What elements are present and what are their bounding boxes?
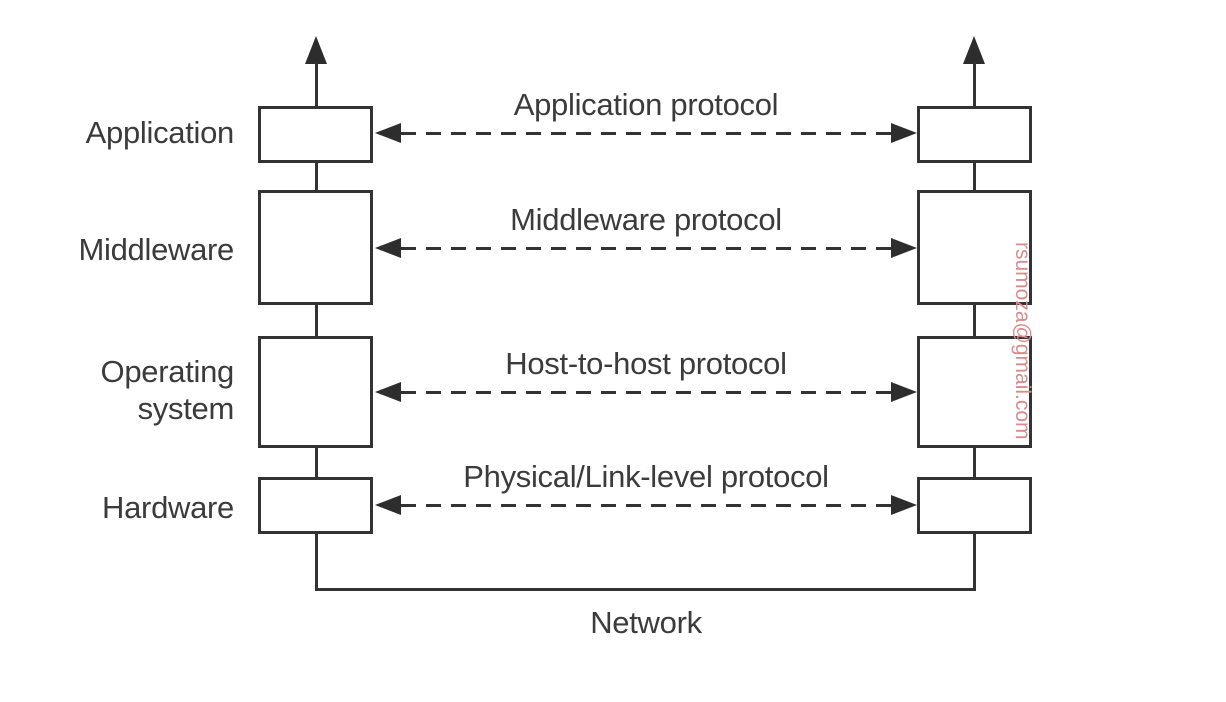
arrowhead-right-icon — [891, 495, 917, 515]
arrowhead-left-icon — [375, 123, 401, 143]
box-right-hardware — [917, 477, 1032, 534]
box-right-operating-system — [917, 336, 1032, 448]
arrowhead-left-icon — [375, 382, 401, 402]
dashed-line — [401, 390, 891, 394]
box-left-hardware — [258, 477, 373, 534]
network-line — [315, 588, 976, 591]
dashed-line — [401, 131, 891, 135]
protocol-arrow-physical — [375, 494, 917, 516]
box-left-middleware — [258, 190, 373, 305]
box-right-application — [917, 106, 1032, 163]
dashed-line — [401, 503, 891, 507]
dashed-line — [401, 246, 891, 250]
protocol-arrow-host-to-host — [375, 381, 917, 403]
connector-right-3 — [973, 448, 976, 477]
protocol-label-middleware: Middleware protocol — [510, 202, 782, 237]
connector-right-2 — [973, 305, 976, 336]
box-left-application — [258, 106, 373, 163]
protocol-label-host-to-host: Host-to-host protocol — [505, 346, 787, 381]
watermark-text: rsumoza@gmail.com — [1011, 242, 1034, 440]
arrowhead-left-icon — [375, 495, 401, 515]
connector-left-2 — [315, 305, 318, 336]
connector-left-network — [315, 534, 318, 591]
up-arrow-icon — [305, 36, 327, 64]
arrowhead-right-icon — [891, 123, 917, 143]
arrowhead-left-icon — [375, 238, 401, 258]
layer-label-application: Application — [85, 115, 235, 150]
up-arrow-icon — [963, 36, 985, 64]
connector-right-network — [973, 534, 976, 591]
protocol-label-physical: Physical/Link-level protocol — [463, 459, 829, 494]
connector-left-1 — [315, 163, 318, 190]
layer-label-hardware: Hardware — [102, 490, 234, 525]
arrowhead-right-icon — [891, 238, 917, 258]
arrowhead-right-icon — [891, 382, 917, 402]
protocol-label-application: Application protocol — [513, 87, 779, 122]
network-label: Network — [590, 605, 702, 640]
box-right-middleware — [917, 190, 1032, 305]
connector-left-3 — [315, 448, 318, 477]
layer-label-operating-system: Operating system — [100, 354, 235, 426]
box-left-operating-system — [258, 336, 373, 448]
up-arrow-stem — [973, 62, 976, 107]
protocol-arrow-application — [375, 122, 917, 144]
layer-label-middleware: Middleware — [78, 232, 234, 267]
up-arrow-stem — [315, 62, 318, 107]
protocol-arrow-middleware — [375, 237, 917, 259]
connector-right-1 — [973, 163, 976, 190]
